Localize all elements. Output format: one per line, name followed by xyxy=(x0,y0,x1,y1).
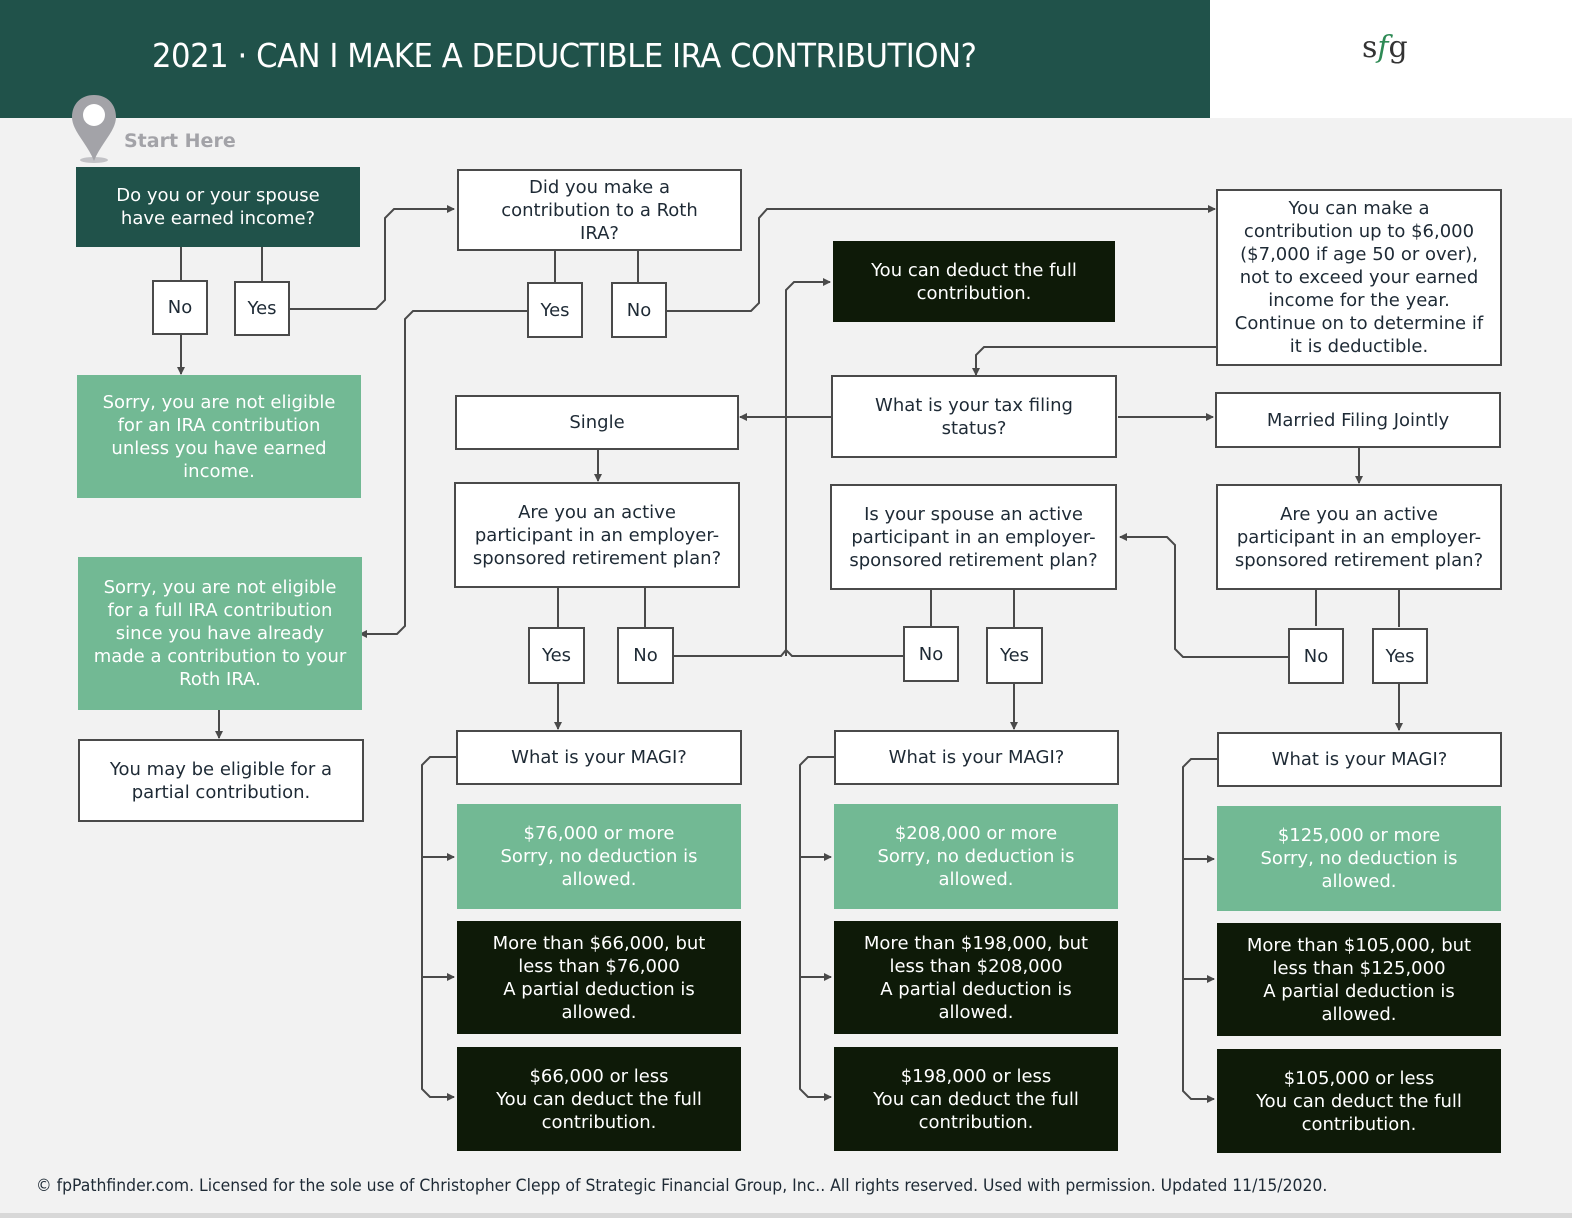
result-contribution-limit: You can make a contribution up to $6,000… xyxy=(1216,189,1502,366)
option-mfj-participant-no[interactable]: No xyxy=(1288,628,1344,684)
option-mfj-participant-yes[interactable]: Yes xyxy=(1372,628,1428,684)
option-earned-income-yes[interactable]: Yes xyxy=(234,281,290,336)
question-earned-income: Do you or your spouse have earned income… xyxy=(76,167,360,247)
question-magi-mfj: What is your MAGI? xyxy=(1217,732,1502,787)
option-spouse-participant-no[interactable]: No xyxy=(903,626,959,682)
option-single-participant-no[interactable]: No xyxy=(617,627,674,684)
result-partial-contribution: You may be eligible for a partial contri… xyxy=(78,739,364,822)
connector-vertical-to-full xyxy=(785,278,831,656)
start-here-label: Start Here xyxy=(124,130,236,152)
connector-magi1-bracket xyxy=(421,756,456,1101)
result-full-deduction: You can deduct the full contribution. xyxy=(833,241,1115,322)
result-not-eligible-roth: Sorry, you are not eligible for a full I… xyxy=(78,557,362,710)
result-not-eligible-no-income: Sorry, you are not eligible for an IRA c… xyxy=(77,375,361,498)
logo-area xyxy=(1210,0,1572,118)
option-married-filing-jointly[interactable]: Married Filing Jointly xyxy=(1215,392,1501,448)
logo-s: s xyxy=(1362,30,1378,65)
connector-roth-no-to-contribution xyxy=(666,205,1216,312)
page-title: 2021 · CAN I MAKE A DEDUCTIBLE IRA CONTR… xyxy=(152,36,977,75)
question-spouse-active-participant: Is your spouse an active participant in … xyxy=(830,484,1117,590)
magi-single-high: $76,000 or more Sorry, no deduction is a… xyxy=(457,804,741,909)
option-roth-yes[interactable]: Yes xyxy=(527,282,583,338)
option-spouse-participant-yes[interactable]: Yes xyxy=(986,627,1043,684)
connector-roth-yes-to-sorry xyxy=(359,310,527,638)
connector-yes-to-roth xyxy=(290,205,455,310)
header-bar xyxy=(0,0,1210,118)
connector-single-no-to-full xyxy=(673,648,903,657)
question-magi-spouse: What is your MAGI? xyxy=(834,730,1119,785)
magi-spouse-high: $208,000 or more Sorry, no deduction is … xyxy=(834,804,1118,909)
magi-mfj-mid: More than $105,000, but less than $125,0… xyxy=(1217,923,1501,1036)
question-single-active-participant: Are you an active participant in an empl… xyxy=(454,482,740,588)
sfg-logo: sfg xyxy=(1362,30,1408,65)
magi-spouse-mid: More than $198,000, but less than $208,0… xyxy=(834,921,1118,1034)
magi-mfj-high: $125,000 or more Sorry, no deduction is … xyxy=(1217,806,1501,911)
option-roth-no[interactable]: No xyxy=(611,282,667,338)
magi-spouse-low: $198,000 or less You can deduct the full… xyxy=(834,1047,1118,1151)
magi-single-low: $66,000 or less You can deduct the full … xyxy=(457,1047,741,1151)
magi-mfj-low: $105,000 or less You can deduct the full… xyxy=(1217,1049,1501,1153)
question-roth-contribution: Did you make a contribution to a Roth IR… xyxy=(457,169,742,251)
option-single[interactable]: Single xyxy=(455,395,739,450)
connector-mfj-no-to-spouse xyxy=(1119,533,1288,658)
question-mfj-active-participant: Are you an active participant in an empl… xyxy=(1216,484,1502,590)
map-pin-icon xyxy=(72,95,116,163)
connector-magi2-bracket xyxy=(799,756,834,1101)
footer-rule xyxy=(0,1213,1572,1218)
question-filing-status: What is your tax filing status? xyxy=(831,375,1117,458)
option-earned-income-no[interactable]: No xyxy=(152,280,208,335)
copyright-footer: © fpPathfinder.com. Licensed for the sol… xyxy=(36,1176,1328,1196)
connector-magi3-bracket xyxy=(1182,758,1217,1103)
logo-f: f xyxy=(1377,30,1389,65)
question-magi-single: What is your MAGI? xyxy=(456,730,742,785)
magi-single-mid: More than $66,000, but less than $76,000… xyxy=(457,921,741,1034)
connector-contribution-to-status xyxy=(972,346,1216,376)
option-single-participant-yes[interactable]: Yes xyxy=(528,627,585,684)
logo-g: g xyxy=(1388,30,1408,65)
